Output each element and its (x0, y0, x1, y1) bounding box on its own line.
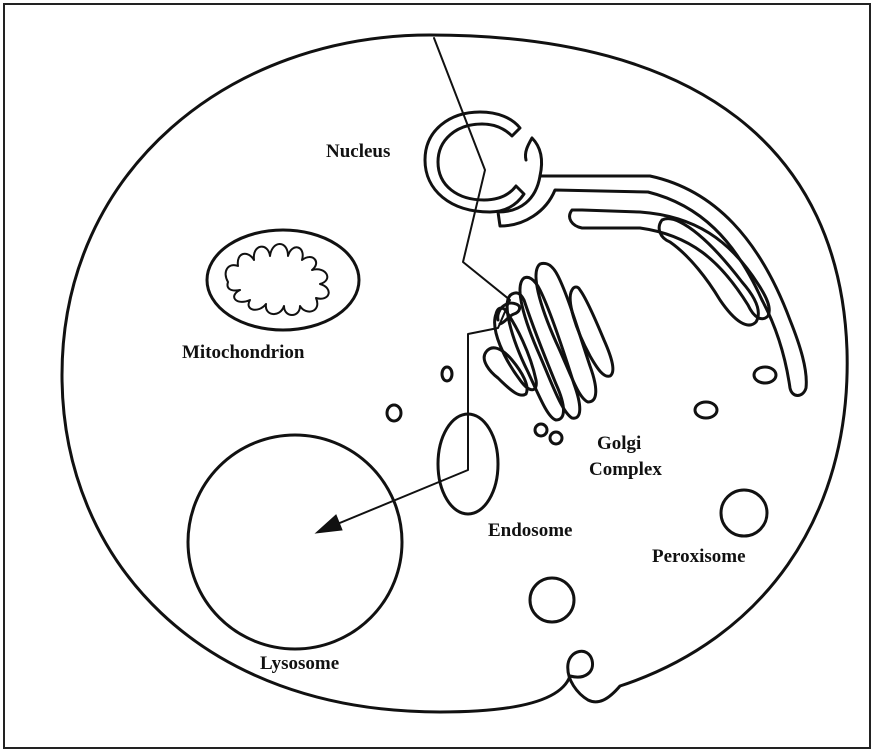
label-endosome: Endosome (488, 520, 572, 541)
label-lysosome: Lysosome (260, 653, 339, 674)
golgi-vesicle-2 (550, 432, 562, 444)
label-golgi-line2: Complex (589, 459, 662, 480)
peroxisome-shape (721, 490, 767, 536)
label-nucleus: Nucleus (326, 141, 390, 162)
er-top-cap (525, 138, 541, 176)
golgi-vesicle-1 (535, 424, 547, 436)
mitochondrion-cristae (226, 244, 329, 315)
cell-membrane (62, 35, 847, 712)
golgi-cisterna-6 (570, 287, 613, 376)
label-golgi-line1: Golgi (597, 433, 641, 454)
er-inner-1 (570, 210, 770, 319)
label-peroxisome: Peroxisome (652, 546, 746, 567)
golgi-cisterna-5 (536, 263, 596, 402)
arrow-head-icon (316, 515, 342, 533)
small-vesicle-2 (387, 405, 401, 421)
label-mitochondrion: Mitochondrion (182, 342, 305, 363)
frame-border (4, 4, 870, 748)
lysosome-shape (188, 435, 402, 649)
peroxisome-shape-2 (530, 578, 574, 622)
small-vesicle-1 (442, 367, 452, 381)
small-vesicle-4 (754, 367, 776, 383)
small-vesicle-3 (695, 402, 717, 418)
nucleus-shape (425, 112, 524, 212)
